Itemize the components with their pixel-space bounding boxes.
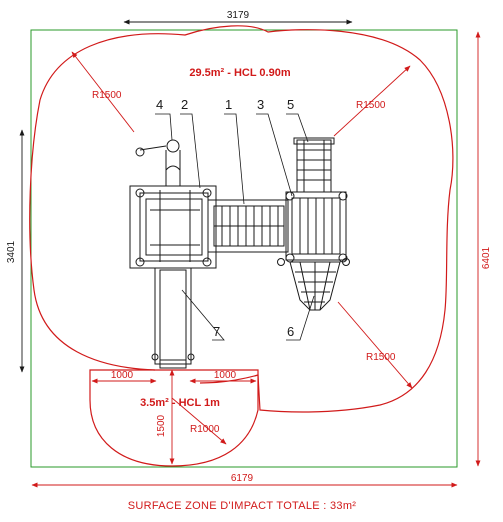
bridge — [207, 199, 289, 253]
dim-small-left: 1000 — [111, 370, 134, 381]
dim-left-height: 3401 — [6, 240, 17, 263]
callout-6: 6 — [287, 324, 294, 339]
dim-bottom-width: 6179 — [231, 473, 254, 484]
radius-bottom-right: R1500 — [366, 352, 396, 363]
slide — [154, 267, 192, 365]
bounding-box — [30, 29, 458, 468]
radius-top-right: R1500 — [356, 100, 386, 111]
total-impact-caption: SURFACE ZONE D'IMPACT TOTALE : 33m² — [128, 500, 357, 512]
callout-7: 7 — [213, 324, 220, 339]
impact-zone-outline — [29, 25, 454, 413]
callout-1: 1 — [225, 97, 232, 112]
radius-top-left: R1500 — [92, 90, 122, 101]
play-structure — [129, 137, 350, 369]
callout-4: 4 — [156, 97, 163, 112]
left-tower-platform — [129, 185, 217, 269]
dim-small-right: 1000 — [214, 370, 237, 381]
dim-small-vertical: 1500 — [156, 414, 167, 437]
callout-2: 2 — [181, 97, 188, 112]
radius-small-zone: R1000 — [190, 424, 220, 435]
callout-5: 5 — [287, 97, 294, 112]
ladder — [296, 139, 332, 193]
small-zone-label: 3.5m² - HCL 1m — [140, 397, 220, 409]
dim-right-height: 6401 — [481, 246, 492, 269]
dim-top-width: 3179 — [227, 10, 250, 21]
main-zone-label: 29.5m² - HCL 0.90m — [189, 67, 291, 79]
callout-3: 3 — [257, 97, 264, 112]
small-impact-zone-outline — [89, 369, 259, 467]
